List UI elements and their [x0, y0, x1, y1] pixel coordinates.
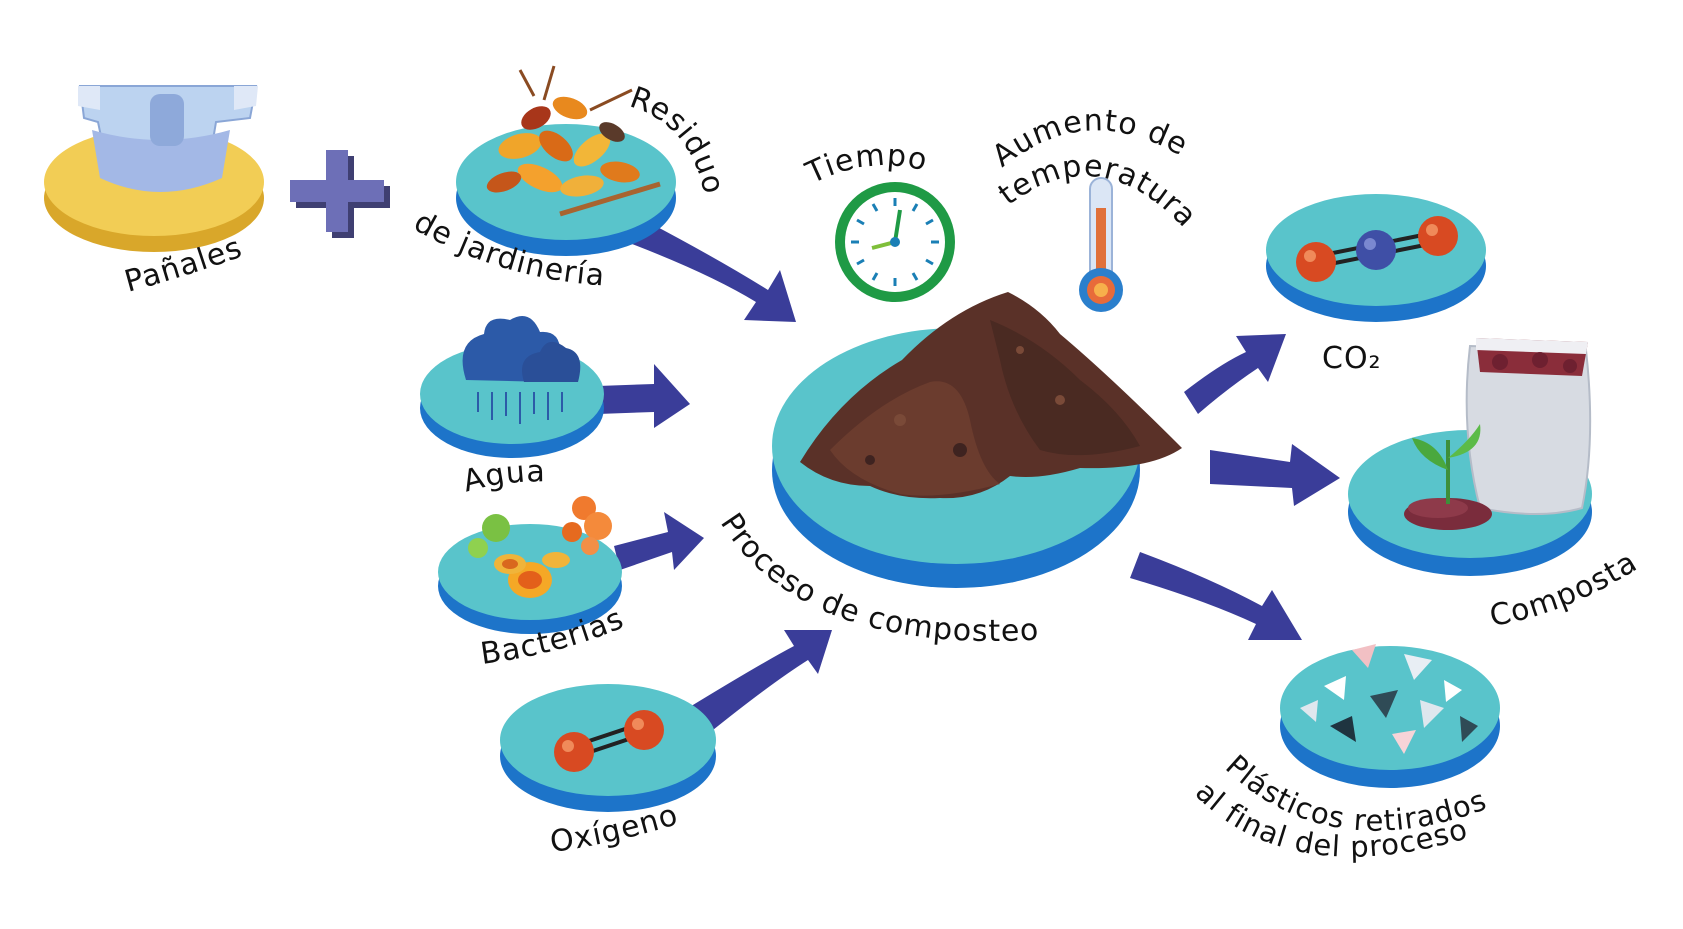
oxigeno-node: Oxígeno	[500, 684, 716, 860]
composta-node: Composta	[1348, 338, 1643, 634]
arrows	[598, 222, 1340, 734]
rain-cloud-icon	[462, 316, 581, 424]
proceso-node: Proceso de composteo	[713, 292, 1182, 649]
bacteria-icon	[468, 496, 612, 598]
soil-pile-icon	[800, 292, 1182, 499]
thermometer-icon	[1079, 177, 1123, 312]
arrow-proceso-to-plasticos	[1130, 552, 1302, 640]
seedling-icon	[1404, 424, 1492, 530]
oxygen-molecule-icon	[554, 710, 664, 772]
plastic-fragments-icon	[1300, 644, 1478, 754]
leaves-icon	[486, 65, 661, 217]
panales-node: Pañales	[44, 85, 264, 300]
bacterias-node: Bacterias	[438, 496, 628, 672]
tiempo-node: Tiempo	[800, 138, 955, 302]
plus-icon	[290, 150, 390, 238]
agua-node: Agua	[420, 316, 604, 500]
temperatura-node: Aumento de temperatura	[986, 103, 1203, 312]
plasticos-node: Plásticos retirados al final del proceso	[1189, 644, 1500, 864]
arrow-oxigeno-to-proceso	[688, 630, 832, 734]
co2-molecule-icon	[1296, 216, 1458, 282]
co2-node: CO₂	[1266, 194, 1486, 376]
clock-icon	[835, 182, 955, 302]
diaper-icon	[78, 85, 258, 192]
arrow-agua-to-proceso	[598, 364, 690, 428]
label-tiempo: Tiempo	[800, 138, 931, 192]
arrow-proceso-to-co2	[1184, 334, 1286, 414]
label-agua: Agua	[459, 454, 546, 499]
compost-bag-icon	[1465, 338, 1592, 515]
arrow-bacterias-to-proceso	[614, 512, 704, 570]
label-co2: CO₂	[1322, 341, 1382, 376]
arrow-proceso-to-composta	[1210, 444, 1340, 506]
platform	[500, 684, 716, 796]
arrow-residuos-to-proceso	[632, 222, 796, 322]
